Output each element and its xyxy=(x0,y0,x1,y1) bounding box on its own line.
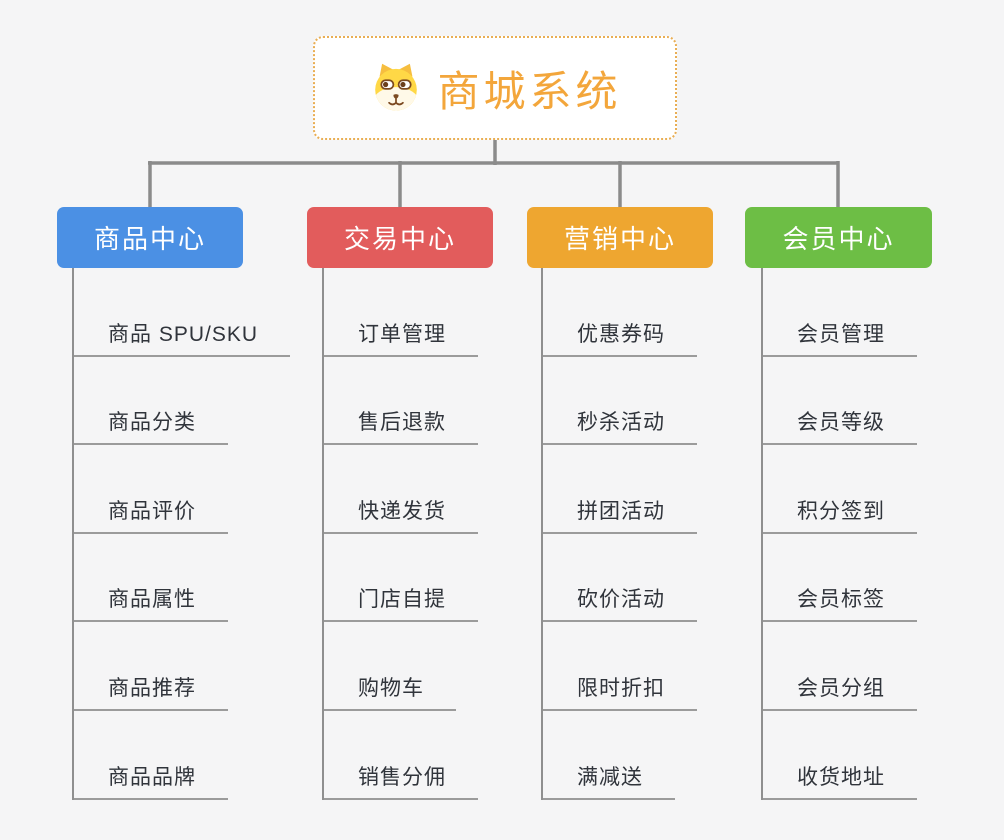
leaf-node-member-management[interactable]: 会员管理 xyxy=(763,268,917,357)
leaf-node-product-attribute[interactable]: 商品属性 xyxy=(74,534,228,623)
leaf-node-limited-time-discount[interactable]: 限时折扣 xyxy=(543,622,697,711)
leaf-node-shopping-cart[interactable]: 购物车 xyxy=(324,622,456,711)
branch-children-product: 商品 SPU/SKU 商品分类 商品评价 商品属性 商品推荐 商品品牌 xyxy=(72,268,291,800)
leaf-node-product-recommend[interactable]: 商品推荐 xyxy=(74,622,228,711)
leaf-node-product-review[interactable]: 商品评价 xyxy=(74,445,228,534)
leaf-node-shipping-address[interactable]: 收货地址 xyxy=(763,711,917,800)
leaf-node-store-pickup[interactable]: 门店自提 xyxy=(324,534,478,623)
leaf-node-member-level[interactable]: 会员等级 xyxy=(763,357,917,446)
root-label: 商城系统 xyxy=(437,67,622,115)
branch-children-member: 会员管理 会员等级 积分签到 会员标签 会员分组 收货地址 xyxy=(761,268,917,800)
leaf-node-bargain-activity[interactable]: 砍价活动 xyxy=(543,534,697,623)
root-node[interactable]: 商城系统 xyxy=(313,36,677,140)
leaf-node-member-group[interactable]: 会员分组 xyxy=(763,622,917,711)
shiba-dog-icon xyxy=(375,63,418,111)
leaf-node-product-spu-sku[interactable]: 商品 SPU/SKU xyxy=(74,268,291,357)
leaf-node-sales-commission[interactable]: 销售分佣 xyxy=(324,711,478,800)
branch-children-trade: 订单管理 售后退款 快递发货 门店自提 购物车 销售分佣 xyxy=(322,268,478,800)
leaf-node-points-checkin[interactable]: 积分签到 xyxy=(763,445,917,534)
leaf-node-coupon-code[interactable]: 优惠券码 xyxy=(543,268,697,357)
leaf-node-member-tag[interactable]: 会员标签 xyxy=(763,534,917,623)
leaf-node-product-brand[interactable]: 商品品牌 xyxy=(74,711,228,800)
branch-children-marketing: 优惠券码 秒杀活动 拼团活动 砍价活动 限时折扣 满减送 xyxy=(541,268,697,800)
branch-node-trade-center[interactable]: 交易中心 xyxy=(307,207,493,268)
leaf-node-product-category[interactable]: 商品分类 xyxy=(74,357,228,446)
branch-node-product-center[interactable]: 商品中心 xyxy=(57,207,243,268)
leaf-node-after-sale-refund[interactable]: 售后退款 xyxy=(324,357,478,446)
leaf-node-full-reduction[interactable]: 满减送 xyxy=(543,711,675,800)
leaf-node-order-management[interactable]: 订单管理 xyxy=(324,268,478,357)
branch-node-marketing-center[interactable]: 营销中心 xyxy=(527,207,713,268)
leaf-node-flash-sale[interactable]: 秒杀活动 xyxy=(543,357,697,446)
leaf-node-express-delivery[interactable]: 快递发货 xyxy=(324,445,478,534)
branch-node-member-center[interactable]: 会员中心 xyxy=(745,207,932,268)
leaf-node-group-buy[interactable]: 拼团活动 xyxy=(543,445,697,534)
